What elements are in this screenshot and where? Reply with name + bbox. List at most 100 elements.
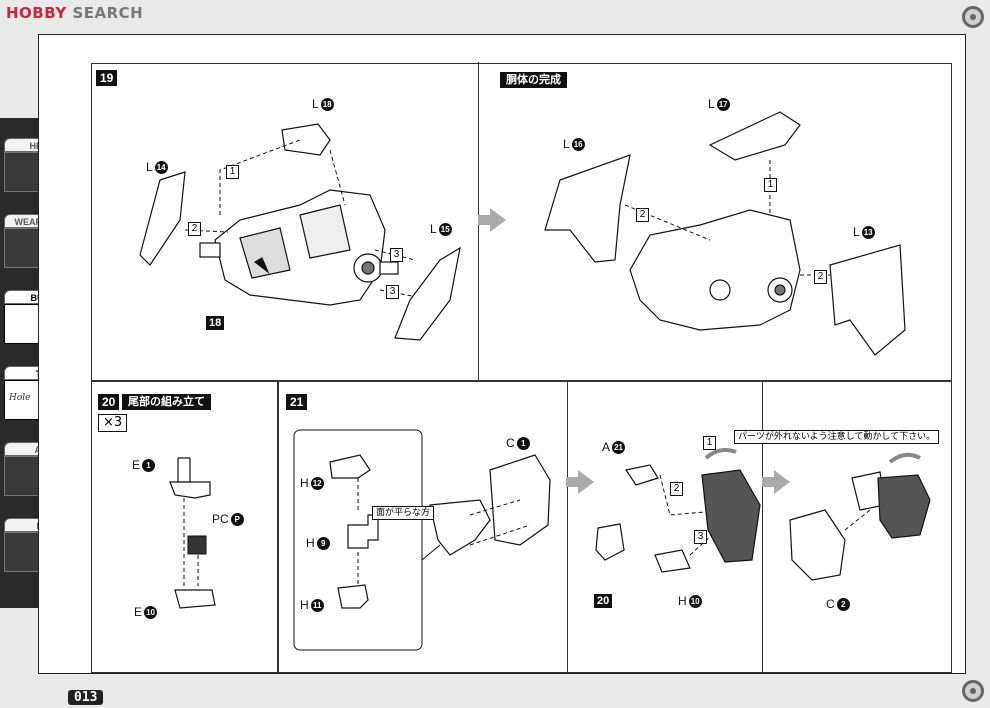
substep-3b: 3 xyxy=(386,285,399,299)
torso-left-joint xyxy=(199,242,221,258)
substep-21-2: 2 xyxy=(670,482,683,496)
part-tag-18: 18 xyxy=(206,316,225,330)
part-l15-shape xyxy=(394,246,461,341)
assembly-line-13 xyxy=(469,499,521,516)
label-prefix: L xyxy=(563,137,570,151)
part-tag-20: 20 xyxy=(594,594,613,608)
arrow-right-icon xyxy=(566,470,594,494)
label-prefix: H xyxy=(300,598,309,612)
sidebar-item-bust[interactable]: BUST xyxy=(4,290,60,344)
part-h11-shape xyxy=(337,584,369,609)
substep-c1: 1 xyxy=(764,178,777,192)
substep-21-3: 3 xyxy=(694,530,707,544)
label-prefix: H xyxy=(300,476,309,490)
substep-3a: 3 xyxy=(390,248,403,262)
part-number-badge: 17 xyxy=(716,98,730,112)
divider-step21-b xyxy=(762,380,763,672)
label-prefix: L xyxy=(430,222,437,236)
part-h10-shape xyxy=(654,549,691,573)
label-prefix: C xyxy=(506,436,515,450)
part-l18-shape xyxy=(281,123,331,156)
part-number-badge: 10 xyxy=(688,595,702,609)
panel-step19-complete xyxy=(91,63,952,381)
label-prefix: E xyxy=(132,458,141,472)
label-prefix: E xyxy=(134,605,143,619)
tail-thumbnail-text: Hole xyxy=(9,393,31,403)
dark-joint-part xyxy=(701,469,761,563)
part-h12-shape xyxy=(329,454,371,479)
arrow-right-icon xyxy=(762,470,790,494)
part-l16-shape xyxy=(544,154,631,263)
dark-joint-final xyxy=(877,474,931,539)
assembly-line-17 xyxy=(844,509,871,531)
part-l17-shape xyxy=(708,111,801,161)
part-number-badge: 12 xyxy=(310,477,324,491)
label-prefix: L xyxy=(146,160,153,174)
part-20-post xyxy=(595,523,625,561)
label-prefix: L xyxy=(708,97,715,111)
part-l13-shape xyxy=(829,244,906,356)
label-prefix: A xyxy=(602,440,611,454)
part-number-badge: 14 xyxy=(154,161,168,175)
brand-logo: HOBBY SEARCH xyxy=(6,4,143,22)
assembly-line-3 xyxy=(329,149,346,206)
assembly-line-16 xyxy=(689,534,713,556)
complete-title: 胴体の完成 xyxy=(500,72,567,88)
multiplier-badge: ×3 xyxy=(98,414,128,432)
assembly-line-1 xyxy=(219,139,301,215)
brand-hobby: HOBBY xyxy=(6,4,67,22)
part-number-badge: 13 xyxy=(861,226,875,240)
rotate-arrow-icon xyxy=(704,448,737,460)
part-number-badge: 15 xyxy=(438,223,452,237)
part-number-badge: 11 xyxy=(310,599,324,613)
page-number: 013 xyxy=(68,690,104,705)
label-prefix: C xyxy=(826,597,835,611)
part-number-badge: 21 xyxy=(612,441,626,455)
label-prefix: PC xyxy=(212,512,229,526)
part-pc-block xyxy=(187,535,207,555)
part-number-badge: 16 xyxy=(571,138,585,152)
part-number-badge: 9 xyxy=(316,537,330,551)
part-number-badge: 18 xyxy=(320,98,334,112)
assembly-line-15 xyxy=(659,474,706,516)
inset-leader-line xyxy=(421,544,441,561)
torso-complete-shape xyxy=(629,209,801,331)
arrow-right-icon xyxy=(478,208,506,232)
step-number-20: 20 xyxy=(98,394,120,410)
gear-icon-top-right xyxy=(962,6,984,28)
part-c2-shape xyxy=(789,509,846,581)
label-prefix: H xyxy=(678,594,687,608)
part-e10-shape xyxy=(174,589,216,609)
substep-21-1: 1 xyxy=(703,436,716,450)
divider-step21-a xyxy=(567,380,568,672)
note-flat-side: 面が平らな方 xyxy=(372,506,435,520)
part-number-badge: 1 xyxy=(516,437,530,451)
step-number-21: 21 xyxy=(286,394,308,410)
assembled-h-stack xyxy=(429,499,491,556)
label-prefix: L xyxy=(853,225,860,239)
panel-step21 xyxy=(278,381,952,673)
substep-c2b: 2 xyxy=(814,270,827,284)
substep-2: 2 xyxy=(188,222,201,236)
assembly-line-14 xyxy=(469,524,531,546)
part-l14-shape xyxy=(139,171,186,266)
label-prefix: H xyxy=(306,536,315,550)
brand-search: SEARCH xyxy=(72,4,144,22)
step20-title: 尾部の組み立て xyxy=(122,394,211,410)
